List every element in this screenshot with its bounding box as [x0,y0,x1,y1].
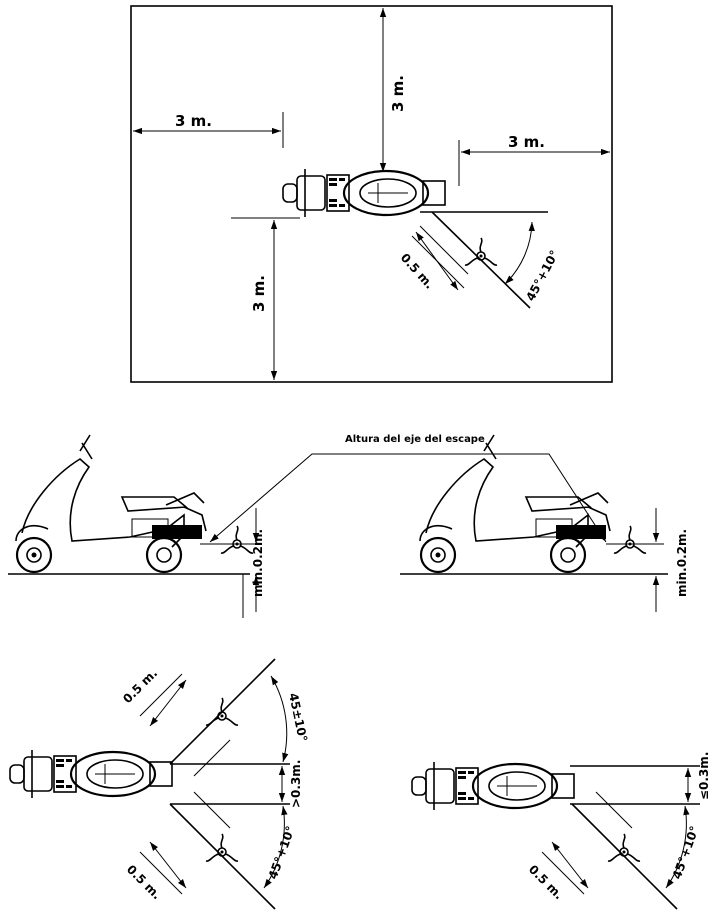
min-height-label-left: min.0.2m. [251,529,265,597]
top-view-panel: 3 m. 3 m. 3 m. 3 m. 0.5 m. 45°+10° [130,5,613,383]
exhaust-axis-caption: Altura del eje del escape [345,434,485,445]
dim-bottom-label: 3 m. [250,275,268,312]
bottom-left-panel: 0.5 m. 45±10° >0.3m. 0.5 m. 45°+10° [8,658,310,910]
probe-icon-right [613,525,647,554]
scooter-top-view [281,167,447,219]
scooter-top-view-bottom-left [8,748,174,800]
dim-right-label: 3 m. [508,133,545,151]
angle-arc-arrow [504,221,535,285]
lower-angle-label-right: 45°+10° [670,824,702,881]
lower-angle-label-left: 45°+10° [266,824,298,881]
scooter-top-view-bottom-right [410,760,576,812]
angle-label: 45°+10° [523,248,561,304]
scooter-side-view-left [14,433,208,574]
upper-angle-label: 45±10° [286,692,310,743]
measurement-area-frame [130,5,613,383]
probe-icon-left [220,525,254,554]
lower-distance-label-right: 0.5 m. [526,862,566,902]
caption-leader-lines [209,453,607,543]
side-view-panel: Altura del eje del escape min.0.2m. min.… [8,433,689,618]
upper-distance-label: 0.5 m. [120,666,160,706]
probe-icon-upper [205,697,239,726]
dim-left-label: 3 m. [175,112,212,130]
bottom-right-panel: ≤0.3m. 0.5 m. 45°+10° [410,752,711,910]
min-height-label-right: min.0.2m. [675,529,689,597]
gap-label-left: >0.3m. [289,760,303,808]
lower-distance-label-left: 0.5 m. [124,862,164,902]
probe-distance-label: 0.5 m. [398,251,437,292]
gap-label-right: ≤0.3m. [697,752,711,800]
probe-distance-arrow [415,231,459,291]
dim-top-label: 3 m. [389,75,407,112]
